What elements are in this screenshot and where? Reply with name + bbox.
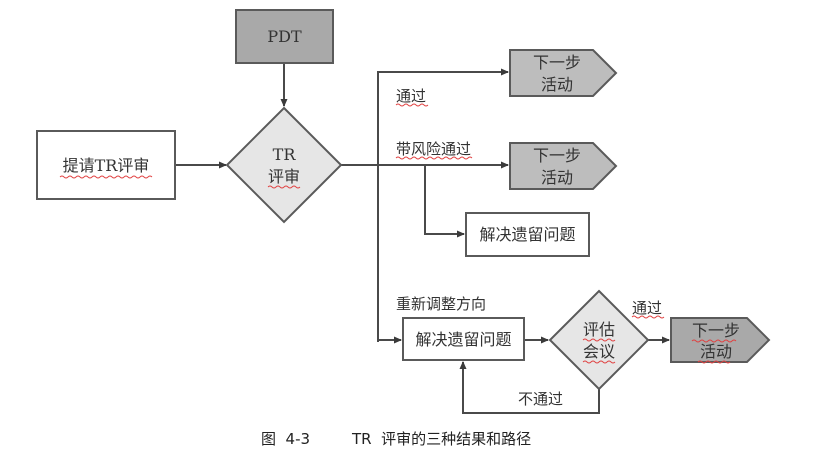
node-pdt-label: PDT xyxy=(267,27,302,46)
node-next3-label-1: 下一步 xyxy=(692,321,740,340)
figure-number: 图 4-3 xyxy=(261,430,310,448)
node-tr-label-2: 评审 xyxy=(268,167,300,186)
edge-label-pass-with-risk: 带风险通过 xyxy=(396,140,471,158)
node-submit-label: 提请TR评审 xyxy=(63,156,150,175)
spellcheck-underline xyxy=(631,315,665,319)
edge-label-redirect: 重新调整方向 xyxy=(396,295,486,313)
spellcheck-underline xyxy=(582,338,616,342)
node-tr-review: TR 评审 xyxy=(225,106,343,224)
node-next1-label-2: 活动 xyxy=(541,75,573,94)
edge-label-eval-fail: 不通过 xyxy=(518,390,563,408)
node-next2-label-1: 下一步 xyxy=(533,146,581,165)
edge-label-eval-pass: 通过 xyxy=(632,299,662,317)
spellcheck-underline xyxy=(395,156,473,160)
node-next-step-3: 下一步 活动 xyxy=(670,317,771,364)
node-tr-label-1: TR xyxy=(273,145,297,164)
node-resolve-issues-2: 解决遗留问题 xyxy=(402,317,525,361)
spellcheck-underline xyxy=(691,339,737,343)
node-submit-tr-review: 提请TR评审 xyxy=(36,130,176,200)
spellcheck-underline xyxy=(582,360,616,364)
edge-eval-fail xyxy=(459,361,600,414)
edge-risk-to-resolve xyxy=(424,165,465,238)
spellcheck-underline xyxy=(697,360,731,364)
spellcheck-underline xyxy=(59,175,153,179)
node-resolve-issues-1: 解决遗留问题 xyxy=(465,212,590,257)
node-next1-label-1: 下一步 xyxy=(533,53,581,72)
edge-label-pass: 通过 xyxy=(396,87,426,105)
node-resolve1-label: 解决遗留问题 xyxy=(479,225,575,244)
node-next-step-2: 下一步 活动 xyxy=(509,142,618,190)
node-eval-label-2: 会议 xyxy=(583,342,615,361)
spellcheck-underline xyxy=(395,103,429,107)
node-next3-label-2: 活动 xyxy=(700,342,732,361)
spellcheck-underline xyxy=(267,185,301,189)
node-eval-label-1: 评估 xyxy=(583,320,615,339)
node-next2-label-2: 活动 xyxy=(541,168,573,187)
figure-caption: TR 评审的三种结果和路径 xyxy=(351,430,531,448)
node-next-step-1: 下一步 活动 xyxy=(509,49,618,97)
edge-pass xyxy=(377,68,509,342)
node-pdt: PDT xyxy=(235,9,334,64)
node-resolve2-label: 解决遗留问题 xyxy=(415,330,511,349)
node-evaluation-meeting: 评估 会议 xyxy=(548,289,650,391)
